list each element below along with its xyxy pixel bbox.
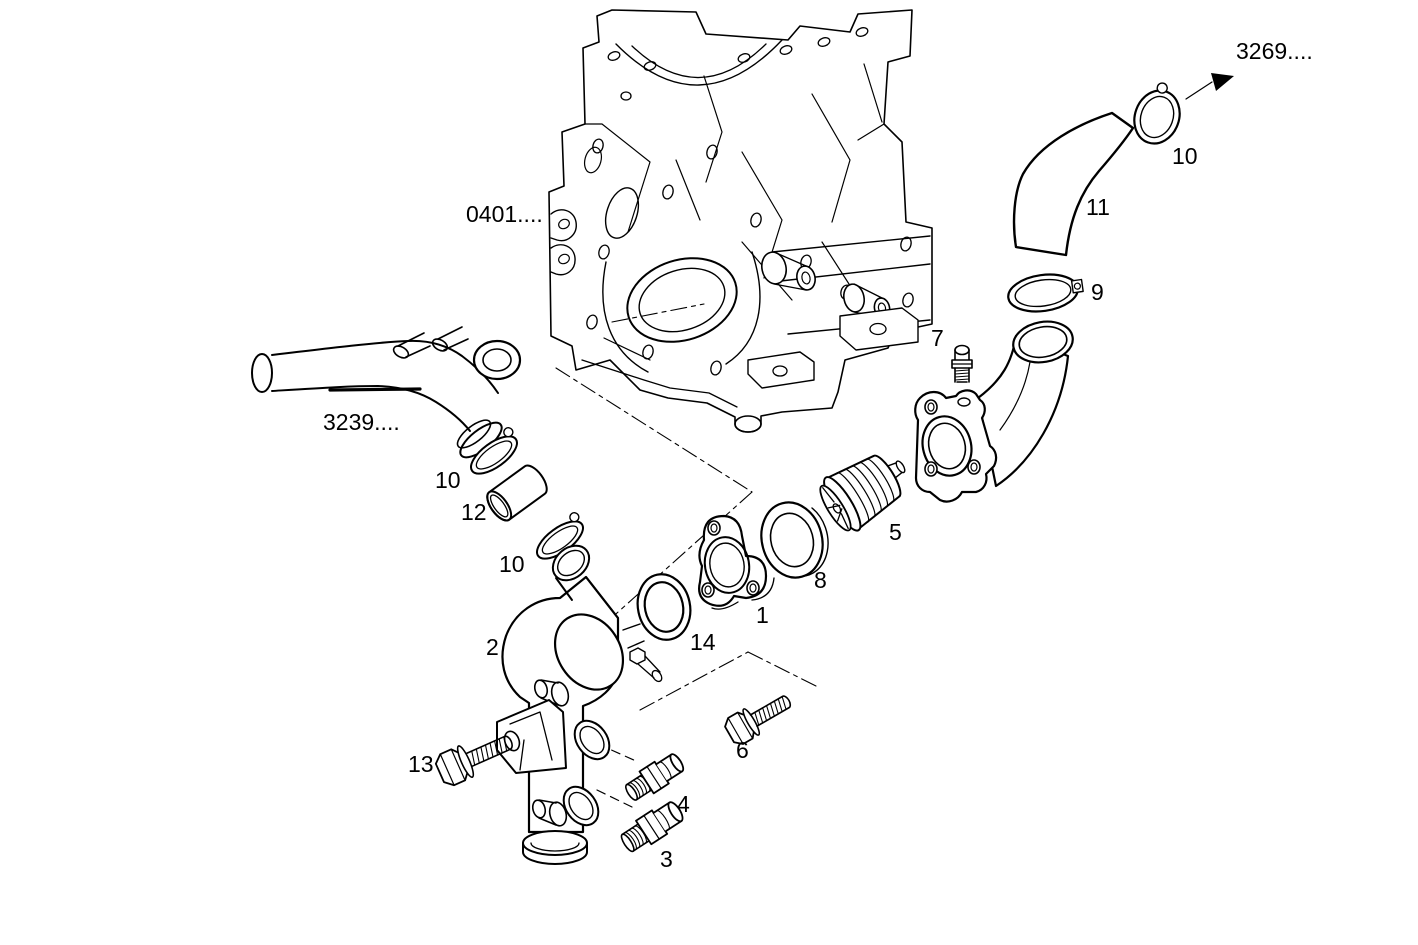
callout-10-upper-left: 10 bbox=[435, 467, 461, 493]
callout-6: 6 bbox=[736, 737, 749, 763]
callout-13: 13 bbox=[408, 751, 434, 777]
union-3 bbox=[620, 801, 684, 853]
sleeve-12 bbox=[486, 464, 548, 522]
inlet-pipe-2 bbox=[496, 544, 663, 865]
ref-code-3269: 3269.... bbox=[1236, 38, 1313, 64]
callout-4: 4 bbox=[677, 791, 690, 817]
outlet-elbow bbox=[914, 320, 1074, 503]
hose-clamp-9 bbox=[1007, 273, 1084, 313]
bolt-6 bbox=[724, 695, 792, 745]
flange-cover-1 bbox=[698, 514, 775, 610]
hose-11 bbox=[1012, 111, 1135, 257]
ref-code-0401: 0401.... bbox=[466, 201, 543, 227]
callout-14: 14 bbox=[690, 629, 716, 655]
hose-clamp-10-upper-left bbox=[470, 427, 518, 475]
hose-clamp-10-top-right bbox=[1133, 82, 1181, 145]
union-4 bbox=[625, 753, 685, 801]
callout-12: 12 bbox=[461, 499, 487, 525]
o-ring-14 bbox=[636, 573, 692, 641]
callout-8: 8 bbox=[814, 567, 827, 593]
callout-11: 11 bbox=[1086, 194, 1110, 220]
callout-7: 7 bbox=[931, 325, 944, 351]
callout-2: 2 bbox=[486, 634, 499, 660]
thermostat-5 bbox=[819, 454, 906, 532]
callout-1: 1 bbox=[756, 602, 769, 628]
water-pipe-3239 bbox=[251, 326, 522, 459]
bolt-13 bbox=[434, 735, 513, 787]
ref-code-3239: 3239.... bbox=[323, 409, 400, 435]
reference-arrow bbox=[1185, 73, 1234, 100]
engine-block bbox=[548, 9, 933, 433]
vent-valve-7 bbox=[951, 344, 973, 383]
callout-5: 5 bbox=[889, 519, 902, 545]
callout-9: 9 bbox=[1091, 279, 1104, 305]
assembly-center-lines bbox=[555, 303, 821, 808]
seal-ring-8 bbox=[760, 501, 829, 579]
callout-10-top-right: 10 bbox=[1172, 143, 1198, 169]
callout-3: 3 bbox=[660, 846, 673, 872]
callout-10-lower-left: 10 bbox=[499, 551, 525, 577]
